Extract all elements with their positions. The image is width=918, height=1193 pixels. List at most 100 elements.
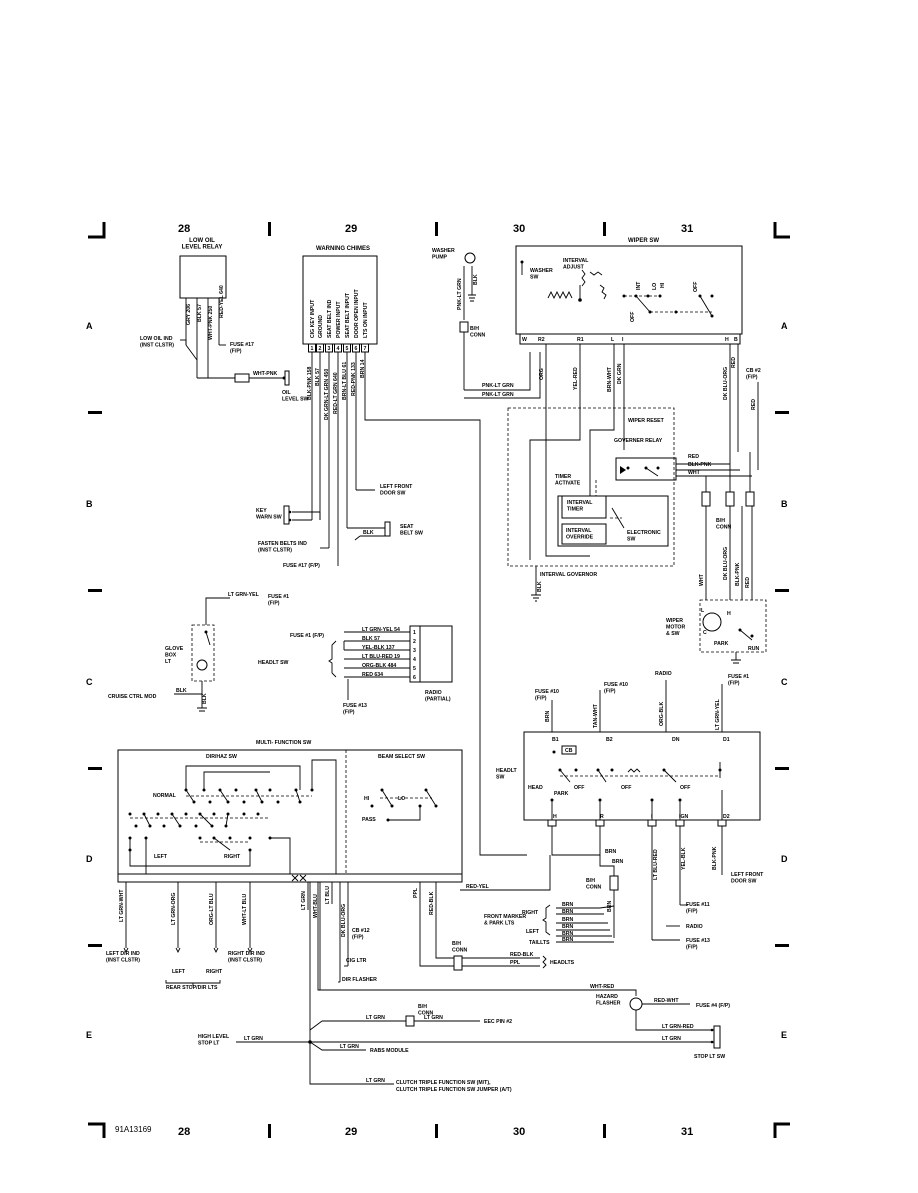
wire-lt-grn-yel-glove: LT GRN-YEL (228, 592, 260, 598)
wire-pnk-lt-grn-1: PNK-LT GRN (482, 383, 514, 389)
fuse-1-glove-label: FUSE #1(F/P) (268, 594, 289, 607)
figure-id: 91A13169 (115, 1125, 152, 1134)
run-label: RUN (748, 646, 759, 652)
front-marker-label: FRONT MARKER& PARK LTS (484, 914, 526, 927)
row-label-c-right: C (781, 677, 788, 687)
row-label-b: B (86, 499, 93, 509)
wire-blk-57-oil: BLK 57 (197, 304, 203, 322)
wire-red-g: RED (688, 454, 699, 460)
wire-tan-wht: TAN-WHT (593, 703, 599, 728)
terminal-w: W (522, 337, 527, 343)
wire-lt-blu-red: LT BLU-RED (653, 849, 659, 880)
terminal-i-d: I (651, 814, 653, 820)
col-label-29: 29 (345, 223, 357, 235)
radio-pin-number: 1 (413, 630, 416, 636)
multi-function-switch: MULTI- FUNCTION SW DIR/HAZ SW BEAM SELEC… (106, 740, 575, 991)
wire-wht-blu: WHT-BLU (313, 894, 319, 918)
terminal-ign: IGN (679, 814, 688, 820)
wire-brn-fm5: BRN (562, 931, 573, 937)
wire-lt-grn-red: LT GRN-RED (662, 1024, 694, 1030)
chime-pin-number: 6 (355, 346, 358, 352)
chime-pin-label: GROUND (318, 315, 324, 338)
chime-pin-number: 5 (346, 346, 349, 352)
terminal-b2: B2 (606, 737, 613, 743)
headlt-sw-c-label: HEADLT SW (258, 660, 289, 666)
col-label-28-bottom: 28 (178, 1126, 190, 1138)
chime-wire-label: DK GRN-LT GRN 450 (324, 369, 330, 420)
wire-red-cb: RED (731, 357, 737, 368)
wire-blk-pnk-m: BLK-PNK (735, 562, 741, 586)
wire-red-cb2: RED (751, 399, 757, 410)
terminal-r1: R1 (577, 337, 584, 343)
park-label: PARK (714, 641, 729, 647)
radio-wire-label: RED 634 (362, 672, 383, 678)
wire-brn-d2: BRN (612, 859, 623, 865)
terminal-r2: R2 (538, 337, 545, 343)
col-label-30: 30 (513, 223, 525, 235)
dir-haz-sw-label: DIR/HAZ SW (206, 754, 237, 760)
fuse-1-d-label: FUSE #1(F/P) (728, 674, 749, 687)
wire-blk-pnk-g: BLK-PNK (688, 462, 712, 468)
wire-dk-blu-org-m: DK BLU-ORG (723, 547, 729, 580)
row-label-e: E (86, 1030, 92, 1040)
wire-blk-seat: BLK (363, 530, 374, 536)
wire-wht-m: WHT (699, 573, 705, 586)
normal-label: NORMAL (153, 793, 177, 799)
off-label-2: OFF (630, 312, 636, 322)
row-label-a: A (86, 321, 93, 331)
wire-lt-grn-yel-top: LT GRN-YEL (715, 698, 721, 730)
chime-wire-label: RED-LT GRN 640 (333, 372, 339, 414)
stop-lt-sw-label: STOP LT SW (694, 1054, 725, 1060)
wire-ppl-h: PPL (510, 960, 521, 966)
wire-brn-fm3: BRN (562, 917, 573, 923)
chime-pin-number: 7 (364, 346, 367, 352)
lo-b-label: LO (398, 796, 405, 802)
wire-blk-pnk-d: BLK-PNK (712, 846, 718, 870)
fuse-4-label: FUSE #4 (F/P) (696, 1003, 730, 1009)
wire-wht-pnk-oil: WHT-PNK (253, 371, 277, 377)
motor-terminal-l: L (701, 608, 705, 614)
wire-org: ORG (539, 368, 545, 380)
wire-dk-grn: DK GRN (617, 363, 623, 384)
interval-governor-label: INTERVAL GOVERNOR (540, 572, 597, 578)
rabs-module-label: RABS MODULE (370, 1048, 409, 1054)
chime-pin-number: 4 (337, 346, 340, 352)
wire-red-blk-h: RED-BLK (510, 952, 534, 958)
wire-blk-wp: BLK (473, 274, 479, 285)
wire-brn-top: BRN (545, 711, 551, 722)
wire-lt-grn: LT GRN (301, 891, 307, 910)
col-label-29-bottom: 29 (345, 1126, 357, 1138)
park-d-label: PARK (554, 791, 569, 797)
governer-relay-label: GOVERNER RELAY (614, 438, 663, 444)
wire-red-blk: RED-BLK (429, 891, 435, 915)
wire-lt-grn-e2: LT GRN (366, 1015, 385, 1021)
wire-brn-fm2: BRN (562, 909, 573, 915)
cb2: CB #2(F/P) RED (746, 368, 761, 470)
wire-brn-fm1: BRN (562, 902, 573, 908)
chime-pin-label: LTS ON INPUT (363, 302, 369, 338)
headlts-label: HEADLTS (550, 960, 575, 966)
wire-lt-blu: LT BLU (325, 886, 331, 904)
terminal-dn: DN (672, 737, 680, 743)
radio-pin-number: 4 (413, 657, 416, 663)
taillts-label: TAILLTS (529, 940, 550, 946)
wire-lt-grn-wht: LT GRN-WHT (119, 889, 125, 922)
radio-pin-number: 3 (413, 648, 416, 654)
row-label-e-right: E (781, 1030, 787, 1040)
